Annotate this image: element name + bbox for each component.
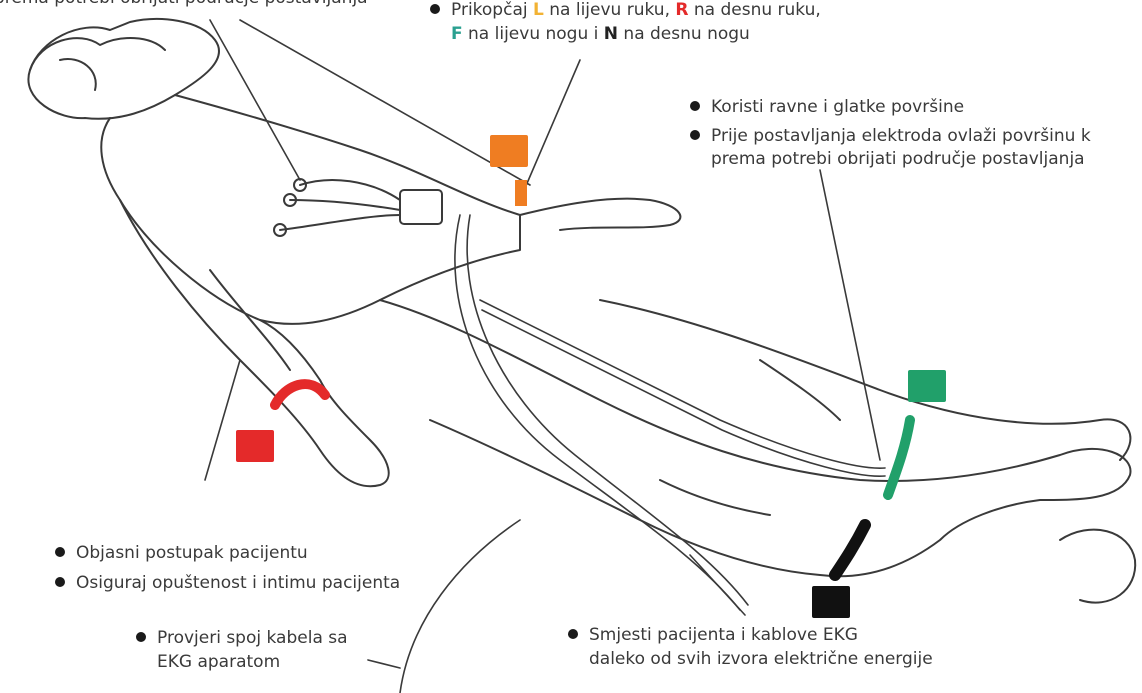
color-chip-r xyxy=(236,430,274,462)
patient-note-1: Objasni postupak pacijentu xyxy=(55,543,308,564)
leader-line-position xyxy=(690,555,745,615)
position-note-2: daleko od svih izvora električne energij… xyxy=(589,649,933,670)
color-chip-n xyxy=(812,586,850,618)
surface-note-2: Prije postavljanja elektroda ovlaži povr… xyxy=(690,126,1091,147)
connect-prefix: Prikopčaj xyxy=(451,0,528,20)
cable-note-2-text: EKG aparatom xyxy=(157,652,280,672)
letter-f: F xyxy=(451,24,463,44)
color-chip-f xyxy=(908,370,946,402)
top-cut-label: prema potrebi obrijati područje postavlj… xyxy=(0,0,368,8)
position-note: Smjesti pacijenta i kablove EKG xyxy=(568,625,858,646)
connect-note: Prikopčaj L na lijevu ruku, R na desnu r… xyxy=(430,0,821,21)
bullet-icon xyxy=(136,632,146,642)
bullet-icon xyxy=(568,629,578,639)
electrode-band-f xyxy=(888,420,910,495)
patient-note-2: Osiguraj opuštenost i intimu pacijenta xyxy=(55,573,400,594)
patient-legs xyxy=(380,300,1130,576)
surface-note-2b: prema potrebi obrijati područje postavlj… xyxy=(711,149,1085,170)
patient-head xyxy=(28,19,219,119)
bullet-icon xyxy=(690,130,700,140)
electrode-band-n xyxy=(835,525,865,575)
surface-note-1-text: Koristi ravne i glatke površine xyxy=(711,97,964,117)
bullet-icon xyxy=(55,547,65,557)
position-note-1-text: Smjesti pacijenta i kablove EKG xyxy=(589,625,858,645)
letter-l: L xyxy=(533,0,544,20)
leader-line-arm xyxy=(522,60,580,195)
chest-leads xyxy=(280,180,400,230)
ecg-cable xyxy=(455,215,740,610)
leader-line-cable xyxy=(368,660,400,668)
electrode-band-r xyxy=(275,384,325,405)
electrode-hub xyxy=(400,190,442,224)
surface-note-2-text: Prije postavljanja elektroda ovlaži povr… xyxy=(711,126,1091,146)
patient-note-1-text: Objasni postupak pacijentu xyxy=(76,543,308,563)
color-chip-l xyxy=(490,135,528,167)
patient-shorts xyxy=(660,360,840,515)
connect-note-line2: F na lijevu nogu i N na desnu nogu xyxy=(451,24,750,45)
surface-note-1: Koristi ravne i glatke površine xyxy=(690,97,964,118)
patient-left-arm xyxy=(520,199,680,230)
cable-note-1-text: Provjeri spoj kabela sa xyxy=(157,628,348,648)
top-cut-text: prema potrebi obrijati područje postavlj… xyxy=(0,0,368,9)
bullet-icon xyxy=(55,577,65,587)
surface-note-2b-text: prema potrebi obrijati područje postavlj… xyxy=(711,149,1085,169)
leader-line-leg xyxy=(820,170,880,460)
patient-hair xyxy=(30,38,165,90)
letter-n: N xyxy=(604,24,618,44)
bullet-icon xyxy=(690,101,700,111)
position-note-2-text: daleko od svih izvora električne energij… xyxy=(589,649,933,669)
bullet-icon xyxy=(430,4,440,14)
electrode-band-l xyxy=(515,180,527,206)
patient-note-2-text: Osiguraj opuštenost i intimu pacijenta xyxy=(76,573,400,593)
cable-note: Provjeri spoj kabela sa xyxy=(136,628,348,649)
leader-line-right-arm xyxy=(205,360,240,480)
f-text: na lijevu nogu i xyxy=(468,24,598,44)
letter-r: R xyxy=(675,0,688,20)
n-text: na desnu nogu xyxy=(623,24,749,44)
l-text: na lijevu ruku, xyxy=(549,0,670,20)
r-text: na desnu ruku, xyxy=(694,0,821,20)
cable-note-2: EKG aparatom xyxy=(157,652,280,673)
